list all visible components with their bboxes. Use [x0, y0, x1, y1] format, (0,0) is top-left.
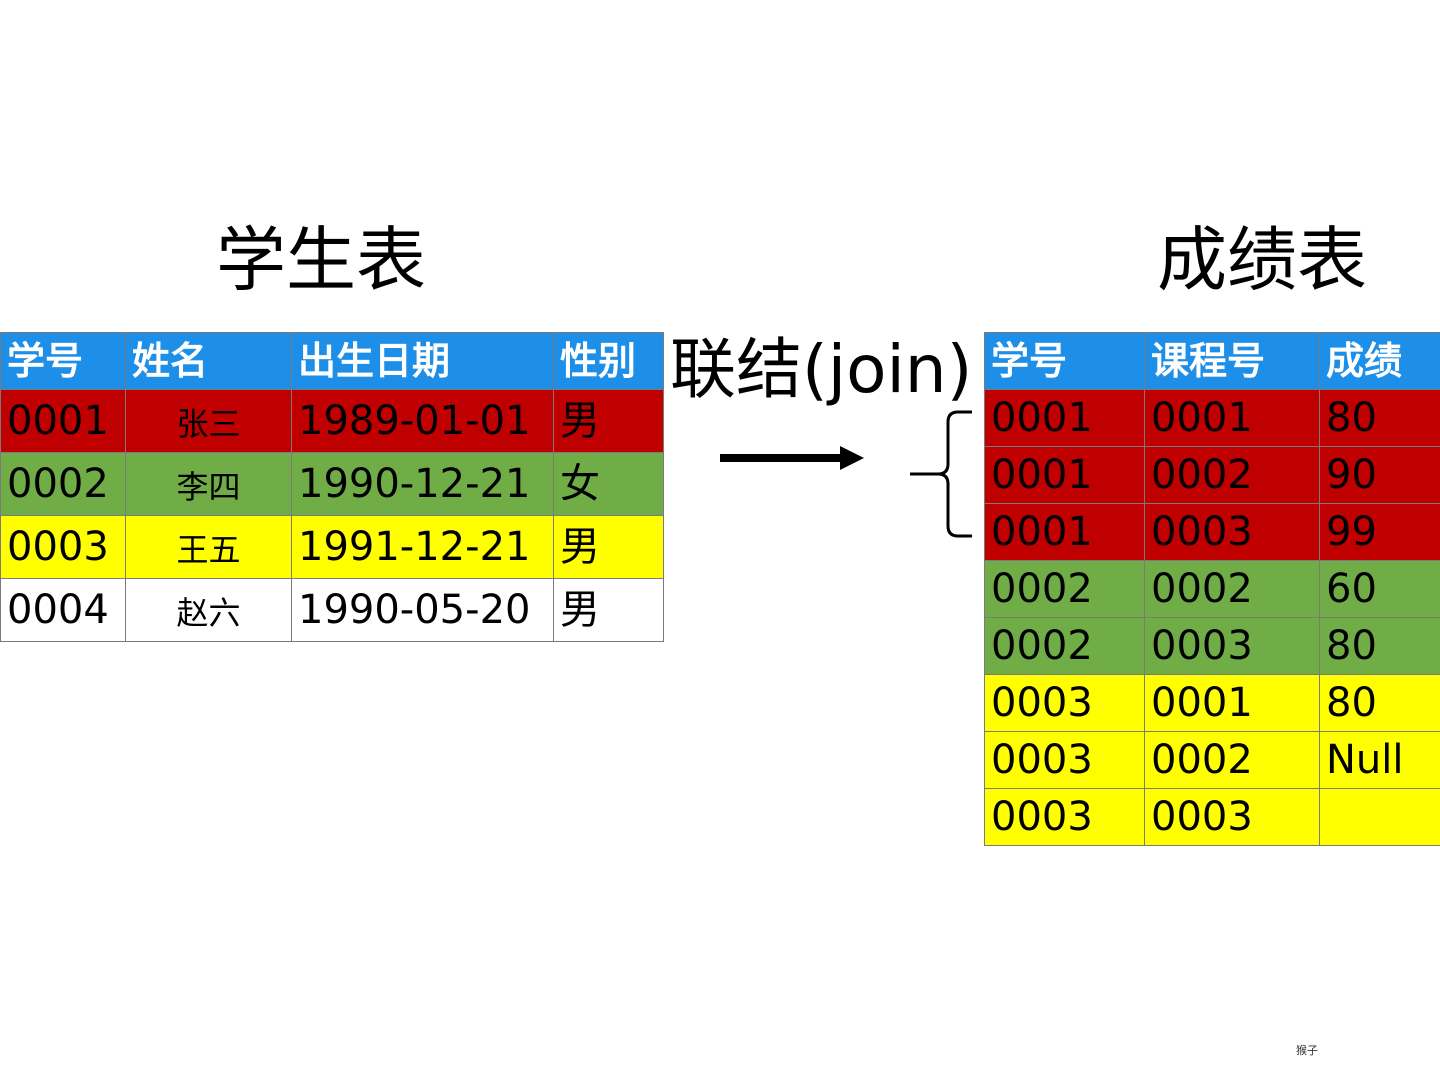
table-cell-score: 60 [1319, 560, 1440, 618]
table-cell-birthdate: 1991-12-21 [291, 515, 554, 579]
score-table-title: 成绩表 [1157, 219, 1367, 301]
left-brace-icon [910, 410, 972, 538]
table-cell-id: 0003 [984, 674, 1145, 732]
join-label: 联结(join) [670, 331, 973, 408]
author-credit: 猴子 [1296, 1044, 1318, 1057]
student-table-header-row: 学号姓名出生日期性别 [0, 332, 664, 390]
table-cell-score [1319, 788, 1440, 846]
table-cell-id: 0002 [984, 560, 1145, 618]
table-cell-birthdate: 1990-12-21 [291, 452, 554, 516]
student-table-header-gender: 性别 [553, 332, 664, 390]
table-cell-score: 80 [1319, 389, 1440, 447]
table-cell-name: 赵六 [125, 578, 292, 642]
table-cell-course-id: 0003 [1144, 788, 1320, 846]
table-cell-id: 0001 [984, 389, 1145, 447]
table-cell-id: 0001 [0, 389, 126, 453]
table-cell-id: 0003 [984, 731, 1145, 789]
table-cell-course-id: 0001 [1144, 674, 1320, 732]
table-cell-id: 0002 [984, 617, 1145, 675]
score-table-header-score: 成绩 [1319, 332, 1440, 390]
table-cell-gender: 男 [553, 389, 664, 453]
table-cell-birthdate: 1990-05-20 [291, 578, 554, 642]
table-cell-course-id: 0002 [1144, 731, 1320, 789]
student-table-header-id: 学号 [0, 332, 126, 390]
table-cell-score: 80 [1319, 674, 1440, 732]
table-cell-course-id: 0003 [1144, 503, 1320, 561]
table-cell-id: 0004 [0, 578, 126, 642]
table-cell-id: 0002 [0, 452, 126, 516]
score-table-header-course-id: 课程号 [1144, 332, 1320, 390]
score-table-header-id: 学号 [984, 332, 1145, 390]
table-cell-id: 0003 [0, 515, 126, 579]
table-cell-name: 李四 [125, 452, 292, 516]
table-cell-id: 0003 [984, 788, 1145, 846]
table-cell-gender: 男 [553, 578, 664, 642]
table-cell-score: 99 [1319, 503, 1440, 561]
table-cell-course-id: 0002 [1144, 560, 1320, 618]
table-cell-gender: 男 [553, 515, 664, 579]
table-cell-birthdate: 1989-01-01 [291, 389, 554, 453]
table-cell-course-id: 0001 [1144, 389, 1320, 447]
right-arrow-icon [720, 446, 864, 470]
table-cell-course-id: 0003 [1144, 617, 1320, 675]
table-cell-name: 王五 [125, 515, 292, 579]
table-cell-score: Null [1319, 731, 1440, 789]
table-cell-course-id: 0002 [1144, 446, 1320, 504]
table-cell-id: 0001 [984, 503, 1145, 561]
table-cell-id: 0001 [984, 446, 1145, 504]
score-table-header-row: 学号课程号成绩 [984, 332, 1440, 390]
table-cell-gender: 女 [553, 452, 664, 516]
table-cell-name: 张三 [125, 389, 292, 453]
student-table-header-name: 姓名 [125, 332, 292, 390]
table-cell-score: 90 [1319, 446, 1440, 504]
student-table-header-birthdate: 出生日期 [291, 332, 554, 390]
student-table-title: 学生表 [216, 219, 426, 301]
table-cell-score: 80 [1319, 617, 1440, 675]
